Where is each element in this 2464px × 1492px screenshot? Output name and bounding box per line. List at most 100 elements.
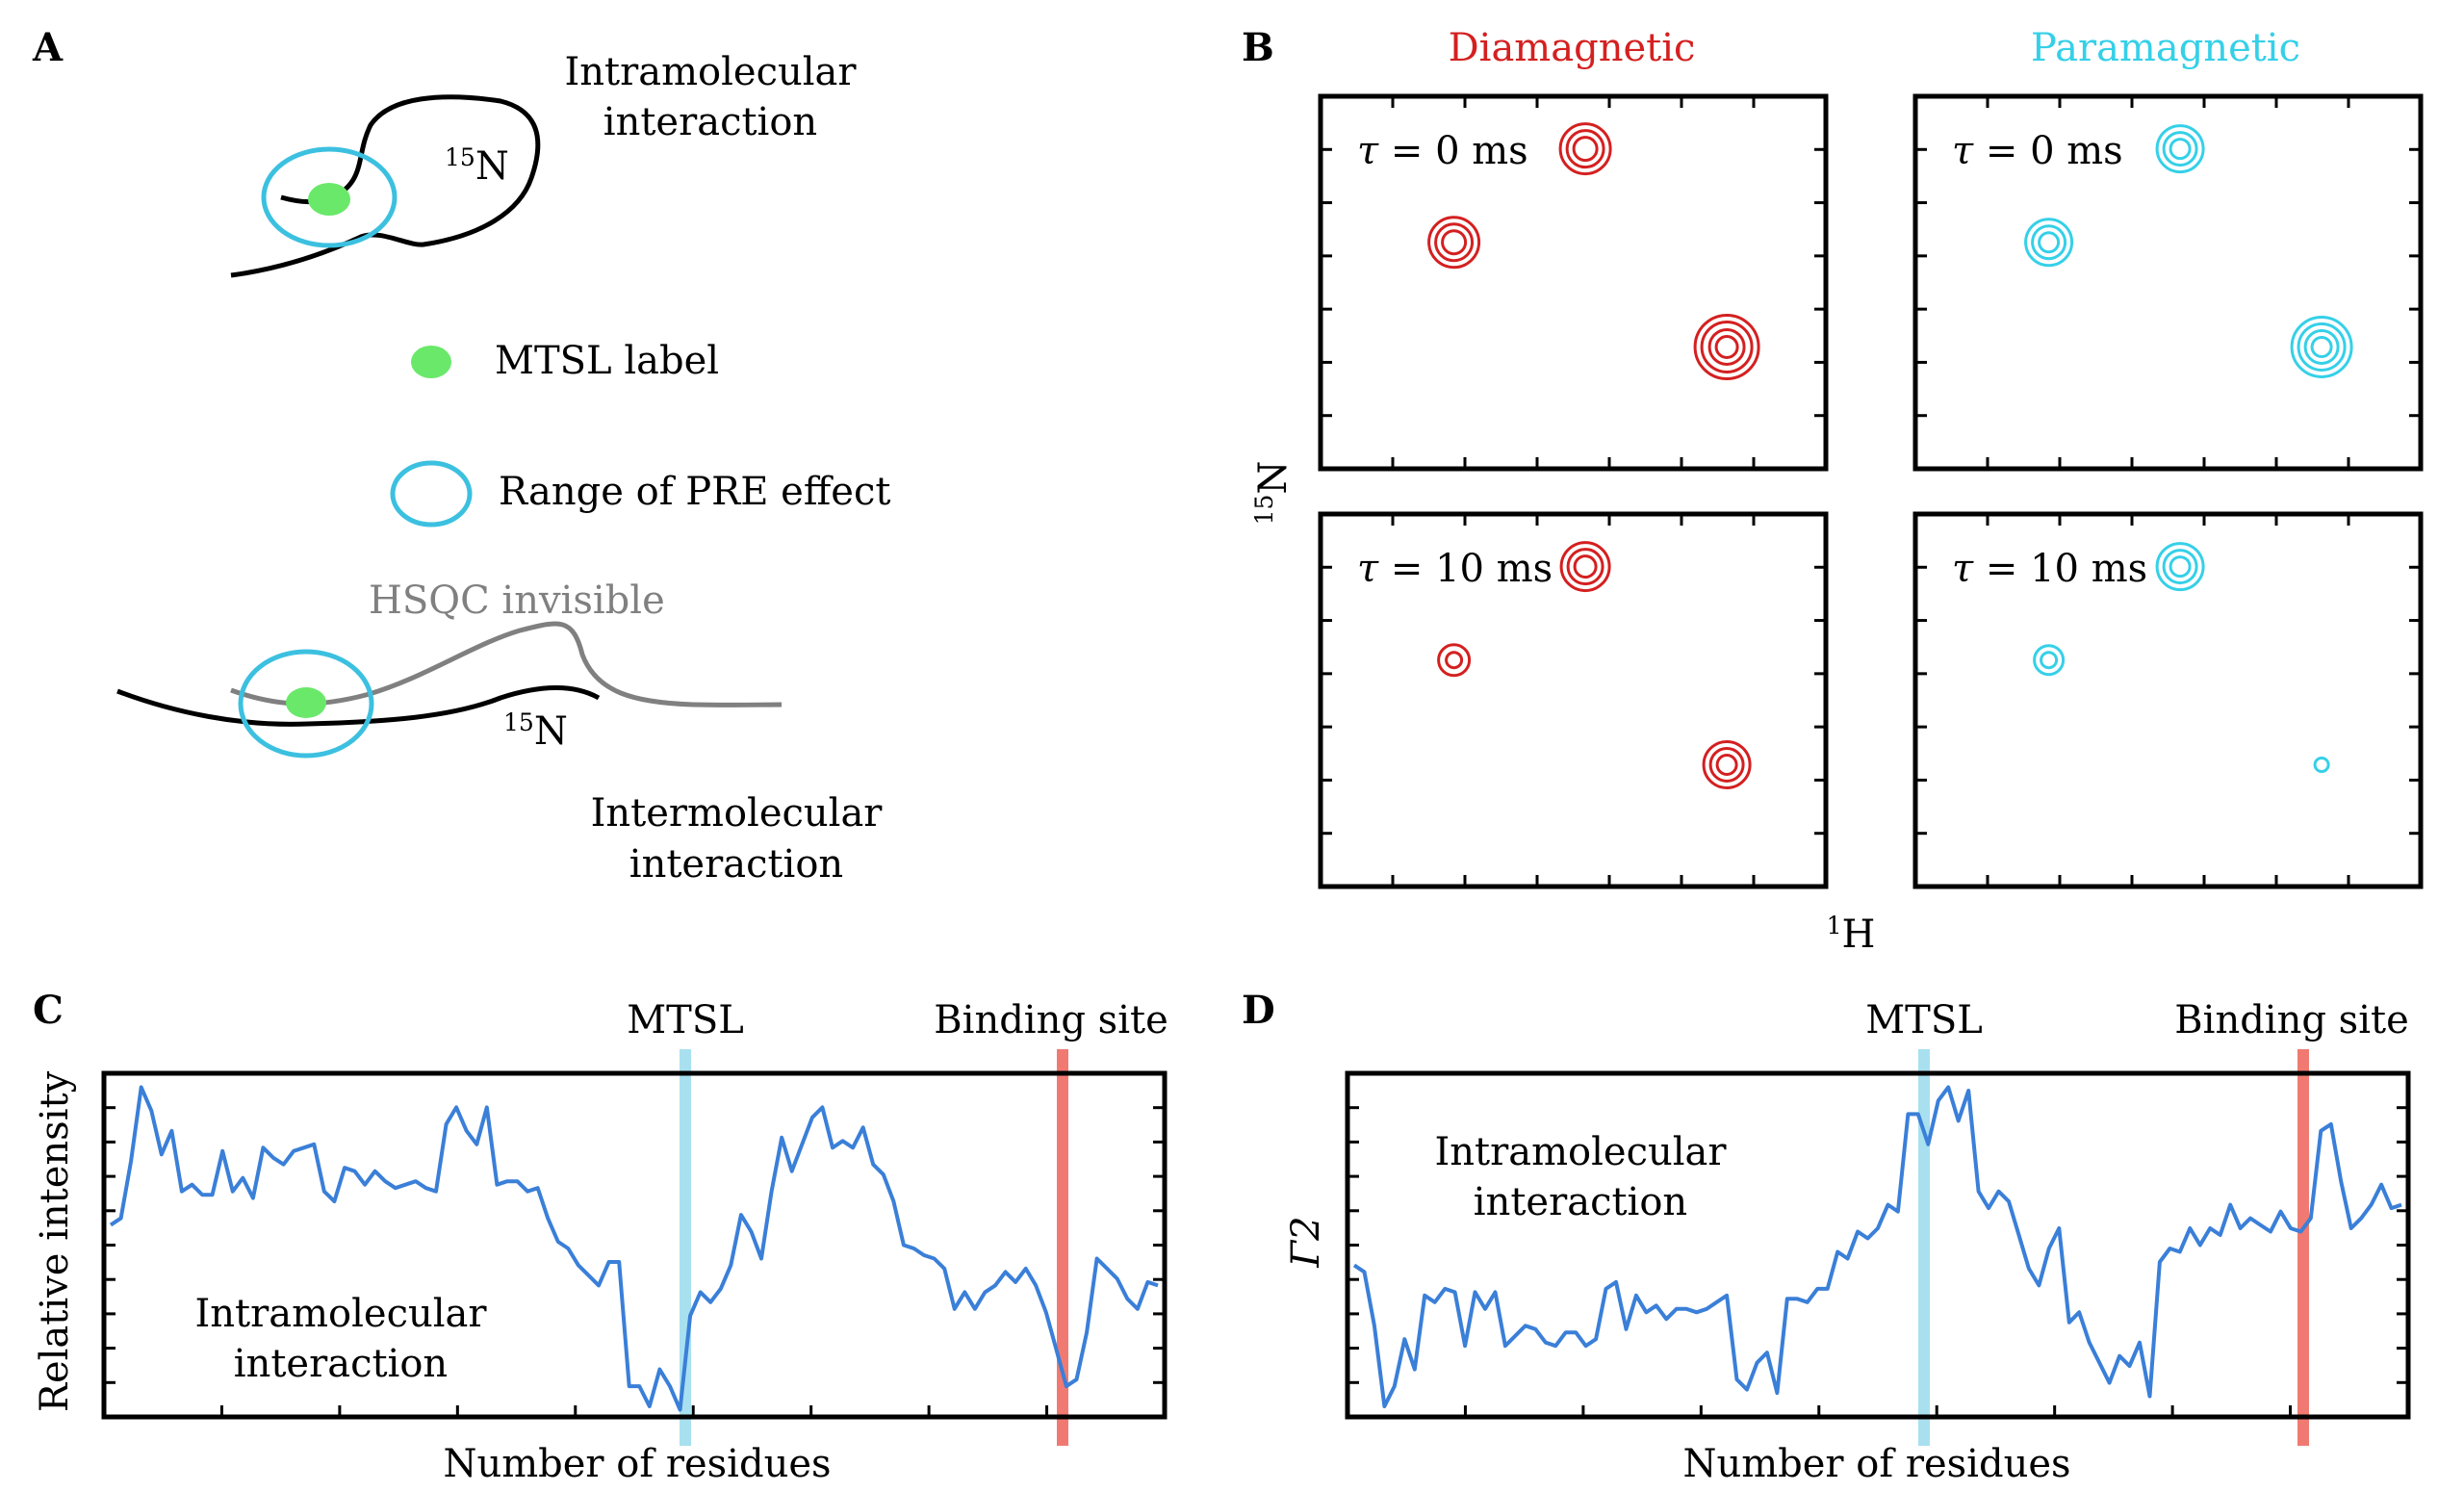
contour-ring	[2310, 335, 2333, 358]
dia-peak-2	[1559, 541, 1611, 593]
legend-mtsl-dot	[411, 346, 451, 378]
para-peak-1	[2024, 218, 2074, 268]
legend-mtsl-text: MTSL label	[495, 339, 719, 383]
intra-label-line1: Intramolecular	[564, 50, 857, 94]
c-mtsl-label: MTSL	[627, 998, 744, 1042]
d-y-axis-label: Γ2	[1284, 1216, 1328, 1268]
c-binding-site-band	[1057, 1049, 1068, 1446]
paramagnetic-title: Paramagnetic	[2031, 26, 2300, 70]
contour-ring	[1693, 313, 1760, 380]
spectrum-paramagnetic-t10: τ = 10 ms	[1912, 511, 2424, 889]
d-plot-area	[1345, 1070, 2411, 1420]
inter-pre-range-circle	[238, 649, 374, 759]
panel-a: A 15N Intramolecular interaction MTSL la…	[32, 25, 890, 887]
panel-b: B Diamagnetic Paramagnetic τ = 0 ms τ = …	[1242, 25, 2424, 957]
contour-ring	[2303, 328, 2340, 365]
d-annotation-line1: Intramolecular	[1434, 1130, 1727, 1174]
contour-ring	[1441, 229, 1468, 256]
contour-ring	[1558, 122, 1612, 176]
para-peak-2	[2155, 124, 2205, 174]
contour-ring	[1572, 136, 1599, 163]
panel-a-letter: A	[32, 25, 64, 70]
intra-label-line2: interaction	[603, 100, 817, 144]
spectrum-x-axis-label: 1H	[1827, 912, 1876, 957]
dia-peak-1	[1427, 216, 1481, 270]
hsqc-invisible-label: HSQC invisible	[369, 579, 665, 623]
para-peak-2	[2155, 542, 2205, 592]
contour-ring	[2155, 124, 2205, 174]
contour-ring	[1715, 753, 1738, 776]
panel-d-letter: D	[1242, 988, 1275, 1033]
contour-ring	[1707, 327, 1746, 366]
intra-isotope-label: 15N	[445, 143, 509, 189]
contour-ring	[2031, 224, 2067, 261]
contour-ring	[2033, 644, 2066, 677]
diamagnetic-title: Diamagnetic	[1449, 26, 1696, 70]
contour-ring	[1708, 746, 1745, 783]
c-annotation-line2: interaction	[234, 1342, 448, 1386]
dia-peak-1	[1437, 643, 1472, 678]
c-annotation-line1: Intramolecular	[194, 1292, 487, 1336]
c-x-axis-label: Number of residues	[443, 1442, 831, 1486]
panel-b-letter: B	[1242, 25, 1274, 70]
contour-ring	[2313, 756, 2330, 773]
panel-c: C MTSL Binding site Relative intensity N…	[33, 988, 1168, 1486]
contour-ring	[2169, 138, 2192, 161]
inter-protein-chain	[116, 685, 601, 727]
contour-ring	[1573, 554, 1598, 579]
contour-ring	[1437, 643, 1472, 678]
legend-pre-range-circle	[390, 460, 473, 527]
spectrum-paramagnetic-t0: τ = 0 ms	[1912, 93, 2424, 472]
contour-ring	[1714, 334, 1739, 359]
contour-ring	[2169, 555, 2192, 579]
dia-peak-3	[1702, 739, 1752, 789]
c-plot-area	[101, 1070, 1168, 1420]
intra-mtsl-label-dot	[308, 183, 350, 216]
para-peak-1	[2033, 644, 2066, 677]
spectrum-y-axis-label: 15N	[1250, 461, 1296, 526]
dia-peak-2	[1558, 122, 1612, 176]
contour-ring	[1565, 129, 1605, 169]
intra-protein-chain	[230, 94, 541, 278]
contour-ring	[2297, 322, 2347, 372]
para-peak-3	[2290, 315, 2353, 378]
contour-ring	[2290, 315, 2353, 378]
inter-label-line1: Intermolecular	[591, 791, 884, 836]
intra-pre-range-circle	[261, 146, 398, 248]
inter-label-line2: interaction	[629, 842, 843, 887]
legend-range-text: Range of PRE effect	[499, 470, 890, 514]
contour-ring	[1700, 320, 1754, 373]
data-trace	[109, 1085, 1159, 1412]
c-y-axis-label: Relative intensity	[33, 1070, 77, 1412]
d-annotation-line2: interaction	[1474, 1180, 1687, 1224]
panel-d: D MTSL Binding site Γ2 Number of residue…	[1242, 988, 2411, 1486]
contour-ring	[1427, 216, 1481, 270]
contour-ring	[1445, 651, 1464, 670]
tau-label-dia-10: τ = 10 ms	[1357, 547, 1553, 591]
c-binding-site-label: Binding site	[934, 998, 1168, 1042]
panel-c-letter: C	[33, 988, 64, 1033]
d-mtsl-label: MTSL	[1865, 998, 1983, 1042]
contour-ring	[1566, 548, 1604, 586]
dia-peak-3	[1693, 313, 1760, 380]
d-binding-site-band	[2297, 1049, 2309, 1446]
tau-label-para-0: τ = 0 ms	[1952, 129, 2123, 173]
contour-ring	[2155, 542, 2205, 592]
tau-label-dia-0: τ = 0 ms	[1357, 129, 1528, 173]
inter-isotope-label: 15N	[503, 708, 568, 754]
tau-label-para-10: τ = 10 ms	[1952, 547, 2147, 591]
spectrum-diamagnetic-t10: τ = 10 ms	[1318, 511, 1829, 889]
plot-frame	[1345, 1070, 2411, 1420]
d-binding-site-label: Binding site	[2174, 998, 2409, 1042]
contour-ring	[1702, 739, 1752, 789]
contour-ring	[2040, 651, 2059, 670]
contour-ring	[2038, 231, 2061, 254]
d-x-axis-label: Number of residues	[1682, 1442, 2070, 1486]
contour-ring	[1559, 541, 1611, 593]
inter-mtsl-label-dot	[286, 687, 326, 718]
hsqc-invisible-chain	[230, 621, 783, 707]
spectrum-diamagnetic-t0: τ = 0 ms	[1318, 93, 1829, 472]
data-trace	[1352, 1085, 2402, 1408]
contour-ring	[2162, 131, 2198, 167]
